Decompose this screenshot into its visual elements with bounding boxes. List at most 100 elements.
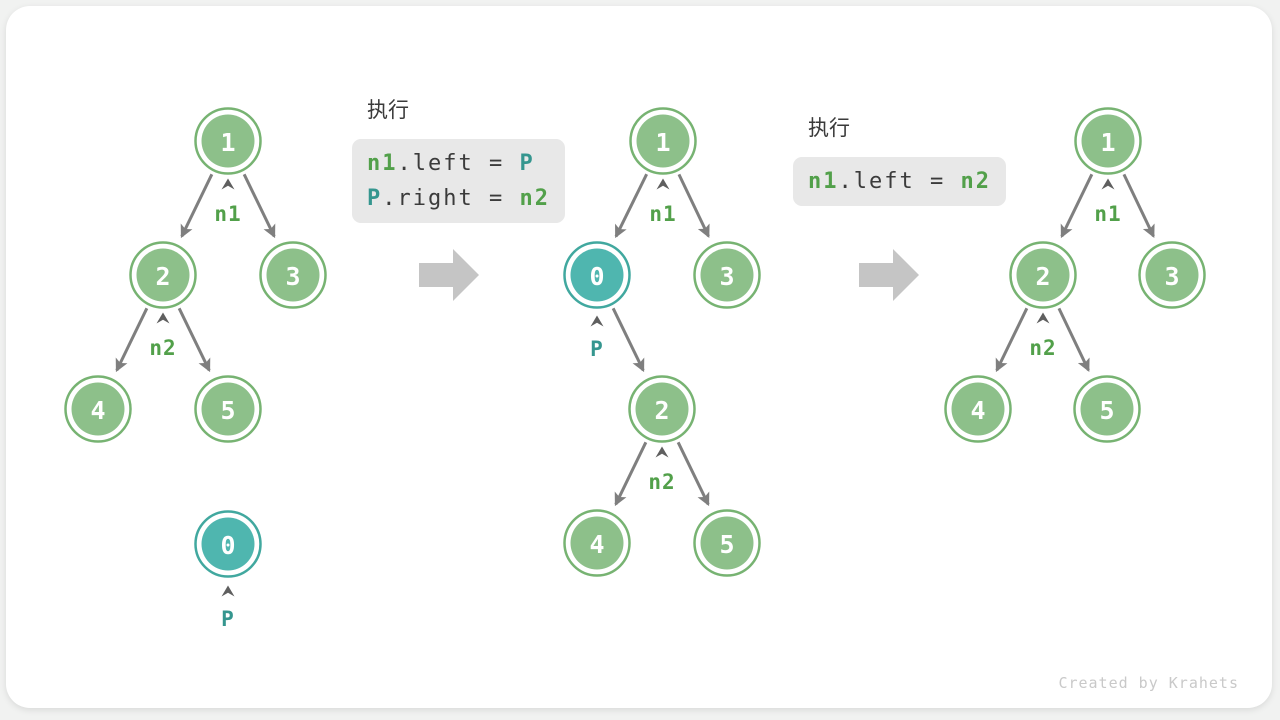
- tree-edge-arrow: [180, 173, 214, 239]
- tree-node-3: 3: [693, 241, 761, 309]
- pointer-caret-icon: [221, 585, 235, 597]
- tree-node-1: 1: [194, 107, 262, 175]
- tree-edge-arrow: [677, 173, 710, 238]
- tree-node-3: 3: [1138, 241, 1206, 309]
- node-value: 2: [654, 396, 669, 425]
- code-box-2: n1.left = n2: [793, 157, 1006, 206]
- tree-edge-arrow: [177, 307, 211, 373]
- code-token: n2: [960, 169, 991, 194]
- pointer-P: P: [221, 585, 235, 631]
- pointer-label: n2: [648, 470, 675, 494]
- tree-after: 1 2 3 4 5 n1 n2: [944, 107, 1206, 443]
- tree-edge-arrow: [676, 441, 710, 507]
- tree-node-4: 4: [563, 509, 631, 577]
- node-value: 5: [719, 530, 734, 559]
- pointer-n1: n1: [1094, 178, 1121, 226]
- code-line: P.right = n2: [367, 181, 550, 216]
- code-token: .right =: [382, 186, 520, 211]
- node-value: 4: [589, 530, 604, 559]
- node-inner-circle: [570, 516, 624, 570]
- node-value: 3: [1164, 262, 1179, 291]
- pointer-label: n1: [649, 202, 676, 226]
- code-line: n1.left = P: [367, 146, 550, 181]
- tree-edge-arrow: [1060, 173, 1094, 239]
- pointer-n1: n1: [214, 178, 241, 226]
- node-value: 5: [1099, 396, 1114, 425]
- tree-node-1: 1: [1074, 107, 1142, 175]
- tree-edge-arrow: [1057, 307, 1090, 372]
- pointer-n2: n2: [648, 446, 675, 494]
- code-block-2: 执行 n1.left = n2: [793, 113, 1006, 206]
- tree-edge-arrow: [115, 307, 149, 373]
- node-inner-circle: [700, 248, 754, 302]
- pointer-label: n2: [149, 336, 176, 360]
- tree-edge-arrow: [1122, 173, 1155, 238]
- node-value: 2: [155, 262, 170, 291]
- code-token: n1: [808, 169, 839, 194]
- pointer-label: P: [221, 607, 235, 631]
- node-inner-circle: [71, 382, 125, 436]
- node-value: 3: [285, 262, 300, 291]
- code-token: .left =: [838, 169, 961, 194]
- tree-node-5: 5: [194, 375, 262, 443]
- code-token: P: [367, 186, 383, 211]
- node-inner-circle: [1145, 248, 1199, 302]
- node-value: 0: [220, 531, 235, 560]
- tree-node-2: 2: [1009, 241, 1077, 309]
- node-inner-circle: [635, 382, 689, 436]
- node-inner-circle: [136, 248, 190, 302]
- node-inner-circle: [951, 382, 1005, 436]
- node-value: 0: [589, 262, 604, 291]
- node-value: 2: [1035, 262, 1050, 291]
- pointer-caret-icon: [656, 178, 670, 190]
- pointer-n2: n2: [149, 312, 176, 360]
- code-line: n1.left = n2: [808, 164, 991, 199]
- tree-edge-arrow: [614, 441, 648, 507]
- node-inner-circle: [201, 517, 255, 571]
- tree-node-2: 2: [628, 375, 696, 443]
- node-inner-circle: [201, 382, 255, 436]
- pointer-caret-icon: [1101, 178, 1115, 190]
- pointer-caret-icon: [1036, 312, 1050, 324]
- tree-node-3: 3: [259, 241, 327, 309]
- pointer-label: P: [590, 337, 604, 361]
- pointer-label: n1: [214, 202, 241, 226]
- code-token: .left =: [397, 151, 520, 176]
- tree-node-5: 5: [693, 509, 761, 577]
- tree-before: 1 2 3 4 5 0 n1 n2P: [64, 107, 327, 631]
- exec-label-2: 执行: [808, 117, 850, 140]
- pointer-n1: n1: [649, 178, 676, 226]
- node-value: 5: [220, 396, 235, 425]
- watermark-credit: Created by Krahets: [1058, 674, 1239, 692]
- pointer-label: n2: [1029, 336, 1056, 360]
- node-inner-circle: [1081, 114, 1135, 168]
- node-value: 4: [970, 396, 985, 425]
- exec-label-1: 执行: [367, 99, 409, 122]
- node-value: 1: [220, 128, 235, 157]
- pointer-caret-icon: [156, 312, 170, 324]
- tree-node-5: 5: [1073, 375, 1141, 443]
- node-inner-circle: [1080, 382, 1134, 436]
- pointer-P: P: [590, 315, 604, 361]
- node-value: 1: [1100, 128, 1115, 157]
- node-inner-circle: [1016, 248, 1070, 302]
- tree-edge-arrow: [611, 307, 645, 373]
- pointer-n2: n2: [1029, 312, 1056, 360]
- tree-edge-arrow: [242, 173, 276, 239]
- node-inner-circle: [201, 114, 255, 168]
- pointer-caret-icon: [655, 446, 669, 458]
- code-token: n1: [367, 151, 398, 176]
- node-inner-circle: [636, 114, 690, 168]
- node-value: 1: [655, 128, 670, 157]
- tree-node-4: 4: [64, 375, 132, 443]
- tree-node-0: 0: [194, 510, 262, 578]
- node-value: 4: [90, 396, 105, 425]
- next-step-arrow-icon: [419, 249, 479, 301]
- node-inner-circle: [266, 248, 320, 302]
- next-step-arrow-icon: [859, 249, 919, 301]
